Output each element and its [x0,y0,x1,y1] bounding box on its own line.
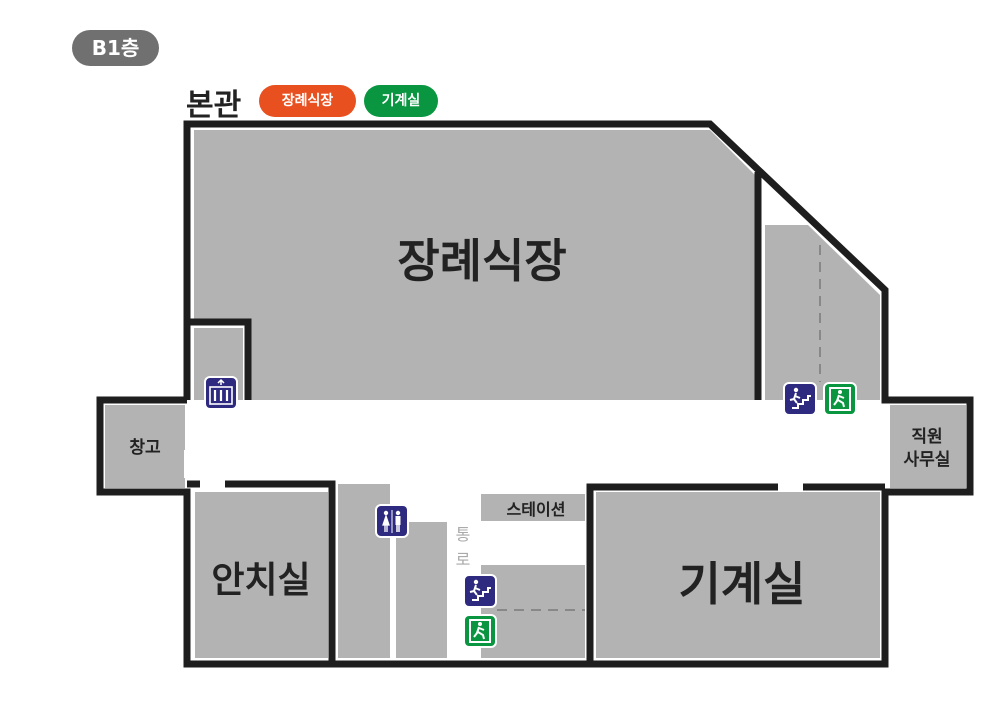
passage-label: 통 [456,525,471,544]
staff-office-label: 사무실 [904,450,951,470]
door-gap [880,460,890,480]
staff-office-room[interactable] [890,405,966,488]
door-gap [184,450,194,478]
outer-wall [96,120,974,668]
tag-machine-room[interactable]: 기계실 [364,85,438,117]
inner-wall [586,483,885,664]
funeral-hall-area[interactable] [194,130,755,400]
station-room[interactable] [481,494,585,521]
restroom-icon[interactable] [375,504,409,538]
tag-funeral-hall[interactable]: 장례식장 [259,85,356,117]
stair-room-east [765,225,880,400]
stairs-icon[interactable] [463,574,497,608]
storage-room[interactable] [105,405,185,488]
passage-label: 로 [456,550,471,569]
emergency-exit-icon[interactable] [463,614,497,648]
emergency-exit-icon[interactable] [823,382,857,416]
machine-room[interactable] [596,492,880,658]
machine-room-label: 기계실 [679,557,806,611]
funeral-hall-label: 장례식장 [397,234,566,288]
elevator-icon[interactable] [204,376,238,410]
inner-wall [187,318,252,400]
building-title: 본관 [186,88,242,123]
stairs-icon[interactable] [783,382,817,416]
staff-office-label: 직원 [911,427,942,447]
mortuary-room[interactable] [195,492,328,658]
mortuary-label: 안치실 [211,560,310,601]
stair-room-south [481,565,585,658]
station-label: 스테이션 [507,500,566,519]
storage-label: 창고 [129,438,161,458]
inner-wall [187,480,336,664]
floor-badge[interactable]: B1층 [72,30,159,66]
restroom-men[interactable] [396,522,447,658]
